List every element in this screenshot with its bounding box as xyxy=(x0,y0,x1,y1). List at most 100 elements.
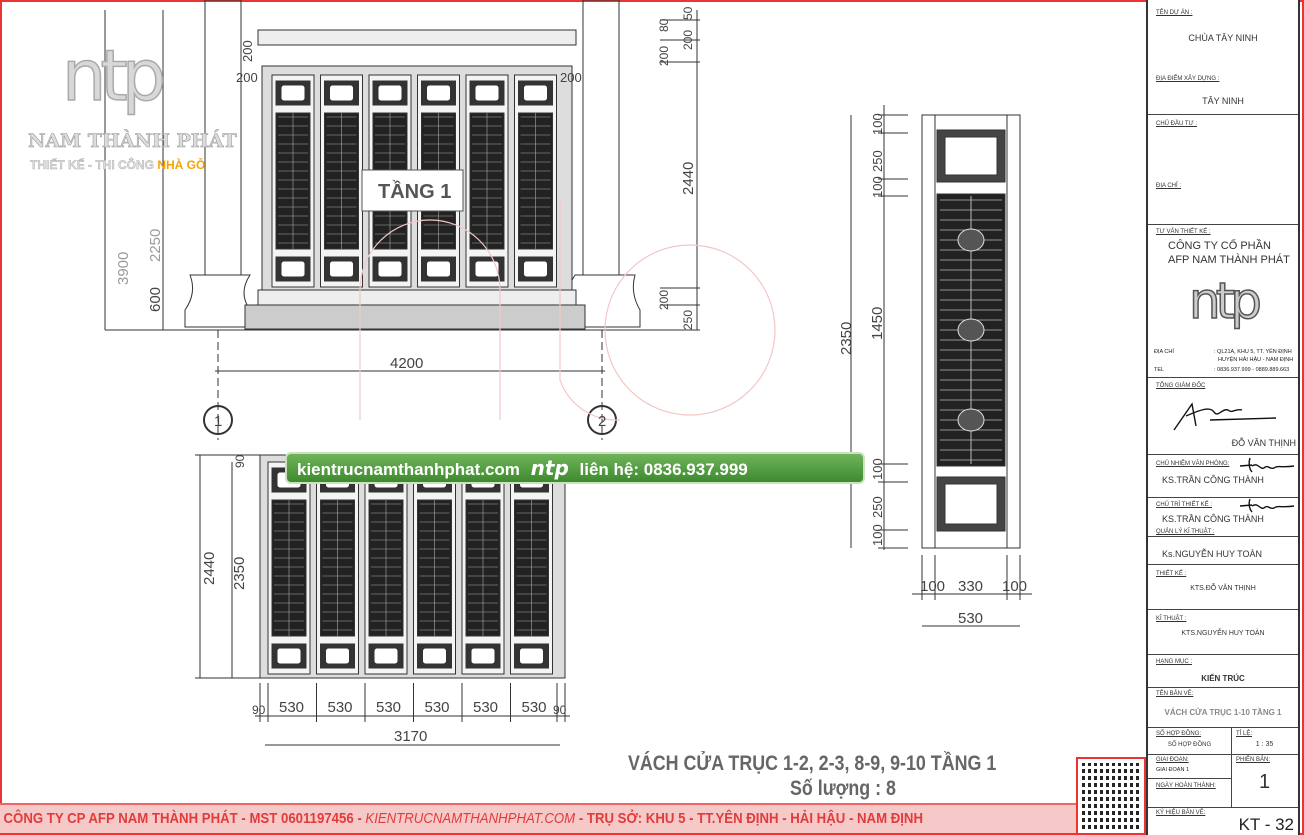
side-dim-100-c: 100 xyxy=(870,458,885,480)
phase-divider xyxy=(1148,778,1231,779)
tech-manager-label: QUẢN LÝ KĨ THUẬT : xyxy=(1156,529,1215,535)
dim-3170: 3170 xyxy=(394,728,427,745)
office-head-name: KS.TRẦN CÔNG THÀNH xyxy=(1162,475,1264,485)
company-line-1: CÔNG TY CỔ PHẦN xyxy=(1168,240,1271,252)
qr-code[interactable] xyxy=(1076,757,1146,835)
side-dim-530: 530 xyxy=(958,610,983,627)
scale: 1 : 35 xyxy=(1255,741,1274,748)
dim-530: 530 xyxy=(279,699,304,716)
column-divider xyxy=(1231,728,1232,808)
category: KIẾN TRÚC xyxy=(1201,674,1245,683)
tech-label: KĨ THUẬT : xyxy=(1156,616,1187,622)
sheet-code: KT - 32 xyxy=(1238,815,1294,834)
director-label: TỔNG GIÁM ĐỐC xyxy=(1156,383,1206,389)
sheet-code-section: KÝ HIỆU BẢN VẼ: KT - 32 xyxy=(1148,808,1298,835)
dim-600: 600 xyxy=(147,287,164,312)
dim-3900: 3900 xyxy=(115,252,132,285)
header-beam xyxy=(257,29,577,46)
side-dim-100-d: 100 xyxy=(870,524,885,546)
dim-530: 530 xyxy=(522,699,547,716)
quantity: Số lượng : 8 xyxy=(790,777,896,800)
location: TÂY NINH xyxy=(1202,96,1244,106)
director-section: TỔNG GIÁM ĐỐC ĐỖ VĂN THỊNH xyxy=(1148,378,1298,455)
address-label: ĐỊA CHỈ : xyxy=(1156,183,1182,189)
design-lead-section: CHỦ TRÌ THIẾT KẾ : KS.TRẦN CÔNG THÀNH QU… xyxy=(1148,498,1298,537)
tech-name: KTS.NGUYỄN HUY TOÀN xyxy=(1181,630,1265,637)
dim-530: 530 xyxy=(473,699,498,716)
panel-top-opening xyxy=(377,84,403,102)
designer-name: KTS.ĐỖ VĂN THỊNH xyxy=(1190,585,1256,592)
dim-2440: 2440 xyxy=(680,162,697,195)
dim-530: 530 xyxy=(376,699,401,716)
dim-530: 530 xyxy=(425,699,450,716)
panel-top-opening xyxy=(426,84,451,102)
project-label: TÊN DỰ ÁN : xyxy=(1156,10,1193,16)
sheet-code-label: KÝ HIỆU BẢN VẼ: xyxy=(1156,810,1206,816)
panel-bottom-opening xyxy=(377,260,403,278)
panel-width-dims: 530 530 530 530 530 530 xyxy=(279,699,547,716)
panel-bottom-opening xyxy=(523,260,548,278)
footer-band: CÔNG TY CP AFP NAM THÀNH PHÁT - MST 0601… xyxy=(0,803,1076,833)
panel-bottom-opening xyxy=(329,260,354,278)
step xyxy=(244,304,586,330)
door-panel xyxy=(267,461,311,675)
tel-key: TEL xyxy=(1154,367,1165,373)
top-elevation xyxy=(104,0,700,440)
investor-label: CHỦ ĐẦU TƯ : xyxy=(1156,121,1198,127)
sheet-name-label: TÊN BẢN VẼ: xyxy=(1156,691,1194,697)
panel-top-opening xyxy=(329,84,354,102)
door-panel xyxy=(510,461,553,675)
drawing-title: VÁCH CỬA TRỤC 1-2, 2-3, 8-9, 9-10 TẦNG 1 xyxy=(628,752,997,775)
phase-label: GIAI ĐOẠN: xyxy=(1156,757,1189,763)
axis-1-label: 1 xyxy=(214,413,222,430)
medallion xyxy=(957,318,985,342)
floor-label-box: TẦNG 1 xyxy=(361,169,464,212)
tech-manager-section: Ks.NGUYỄN HUY TOÀN xyxy=(1148,537,1298,565)
column-right xyxy=(582,0,620,276)
watermark-tagline: THIẾT KẾ - THI CÔNG NHÀ GỖ xyxy=(30,158,206,172)
designer-label: THIẾT KẾ : xyxy=(1156,571,1187,577)
watermark-name: NAM THÀNH PHÁT xyxy=(28,130,237,153)
footer-site[interactable]: KIENTRUCNAMTHANHPHAT.COM xyxy=(365,810,576,827)
door-panel xyxy=(413,461,456,675)
axis-marker-1 xyxy=(203,405,233,435)
watermark-tagline-text: THIẾT KẾ - THI CÔNG xyxy=(30,158,154,172)
panel-top-opening xyxy=(523,84,548,102)
tel: : 0836.937.999 - 0889.889.663 xyxy=(1214,367,1290,373)
title-block: TÊN DỰ ÁN : CHÙA TÂY NINH ĐỊA ĐIỂM XÂY D… xyxy=(1146,0,1300,835)
sheet-name-section: TÊN BẢN VẼ: VÁCH CỬA TRỤC 1-10 TẦNG 1 xyxy=(1148,688,1298,728)
banner-site[interactable]: kientrucnamthanhphat.com xyxy=(297,460,520,479)
director-name: ĐỖ VĂN THỊNH xyxy=(1231,438,1296,448)
dim-200-a: 200 xyxy=(657,46,671,66)
panel-top-opening xyxy=(474,84,500,102)
dim-250-bottom: 250 xyxy=(681,310,695,330)
design-lead-name: KS.TRẦN CÔNG THÀNH xyxy=(1162,514,1264,524)
door-panel xyxy=(320,74,363,288)
company-logo: ntp xyxy=(1188,271,1263,331)
investor-section: CHỦ ĐẦU TƯ : ĐỊA CHỈ : xyxy=(1148,115,1298,225)
banner-contact: liên hệ: 0836.937.999 xyxy=(579,460,748,479)
panel-bottom-opening xyxy=(474,260,500,278)
phase-section: GIAI ĐOẠN: GIAI ĐOẠN 1 NGÀY HOÀN THÀNH: … xyxy=(1148,755,1298,808)
panel-bottom-opening xyxy=(422,647,447,665)
dim-200-bottom: 200 xyxy=(657,290,671,310)
dim-80: 80 xyxy=(657,18,671,32)
completion-label: NGÀY HOÀN THÀNH: xyxy=(1156,783,1216,789)
sheet-name: VÁCH CỬA TRỤC 1-10 TẦNG 1 xyxy=(1164,708,1282,717)
category-section: HẠNG MỤC : KIẾN TRÚC xyxy=(1148,655,1298,688)
dim-90-left: 90 xyxy=(252,703,266,717)
version: 1 xyxy=(1258,771,1271,793)
sill-beam xyxy=(257,289,577,306)
contract-label: SỐ HỢP ĐỒNG: xyxy=(1156,731,1202,737)
side-dim-100-a: 100 xyxy=(870,113,885,135)
dim-530: 530 xyxy=(328,699,353,716)
contract-section: SỐ HỢP ĐỒNG: SỐ HỢP ĐỒNG TỈ LỆ: 1 : 35 xyxy=(1148,728,1298,808)
dim-90-right: 90 xyxy=(553,703,567,717)
axis-2-label: 2 xyxy=(598,413,606,430)
dim-2350-b: 2350 xyxy=(231,557,248,590)
side-dim-2350: 2350 xyxy=(838,322,855,355)
director-signature xyxy=(1173,402,1277,431)
contact-banner[interactable]: kientrucnamthanhphat.com ntp liên hệ: 08… xyxy=(285,452,865,484)
door-panel xyxy=(465,74,509,288)
